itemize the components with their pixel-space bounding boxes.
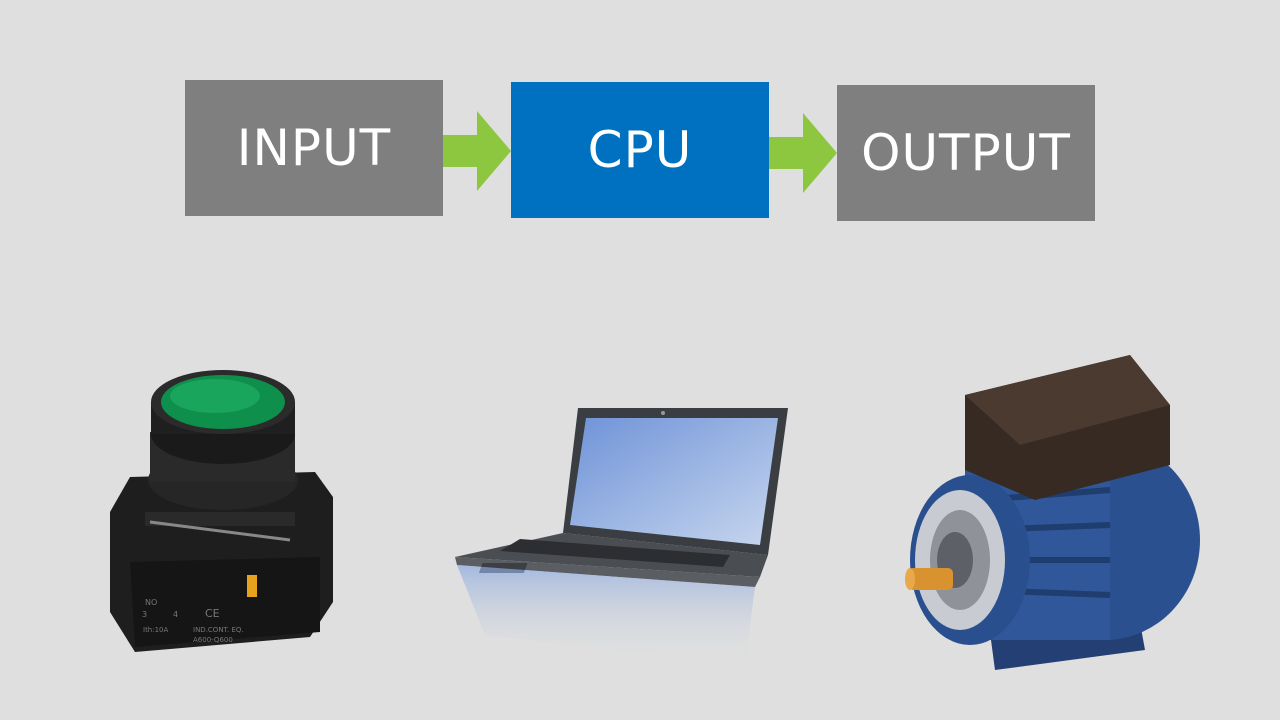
arrow-right-icon: [443, 111, 511, 191]
cpu-box: CPU: [511, 82, 769, 218]
marking-ith: Ith:10A: [143, 626, 169, 634]
input-label: INPUT: [236, 119, 392, 177]
output-box: OUTPUT: [837, 85, 1095, 221]
marking-ind-cont: IND.CONT. EQ.: [193, 626, 244, 634]
marking-4: 4: [173, 610, 178, 619]
marking-ce: CE: [205, 607, 220, 620]
arrow-right-icon: [769, 113, 837, 193]
push-button-icon: NO 3 4 CE Ith:10A IND.CONT. EQ. A600-Q60…: [110, 370, 333, 652]
marking-model: A600-Q600: [193, 636, 233, 644]
electric-motor-icon: [905, 355, 1200, 670]
laptop-icon: [455, 408, 788, 665]
input-box: INPUT: [185, 80, 443, 216]
marking-3: 3: [142, 610, 147, 619]
output-label: OUTPUT: [861, 124, 1071, 182]
cpu-label: CPU: [587, 121, 693, 179]
marking-no: NO: [145, 598, 157, 607]
